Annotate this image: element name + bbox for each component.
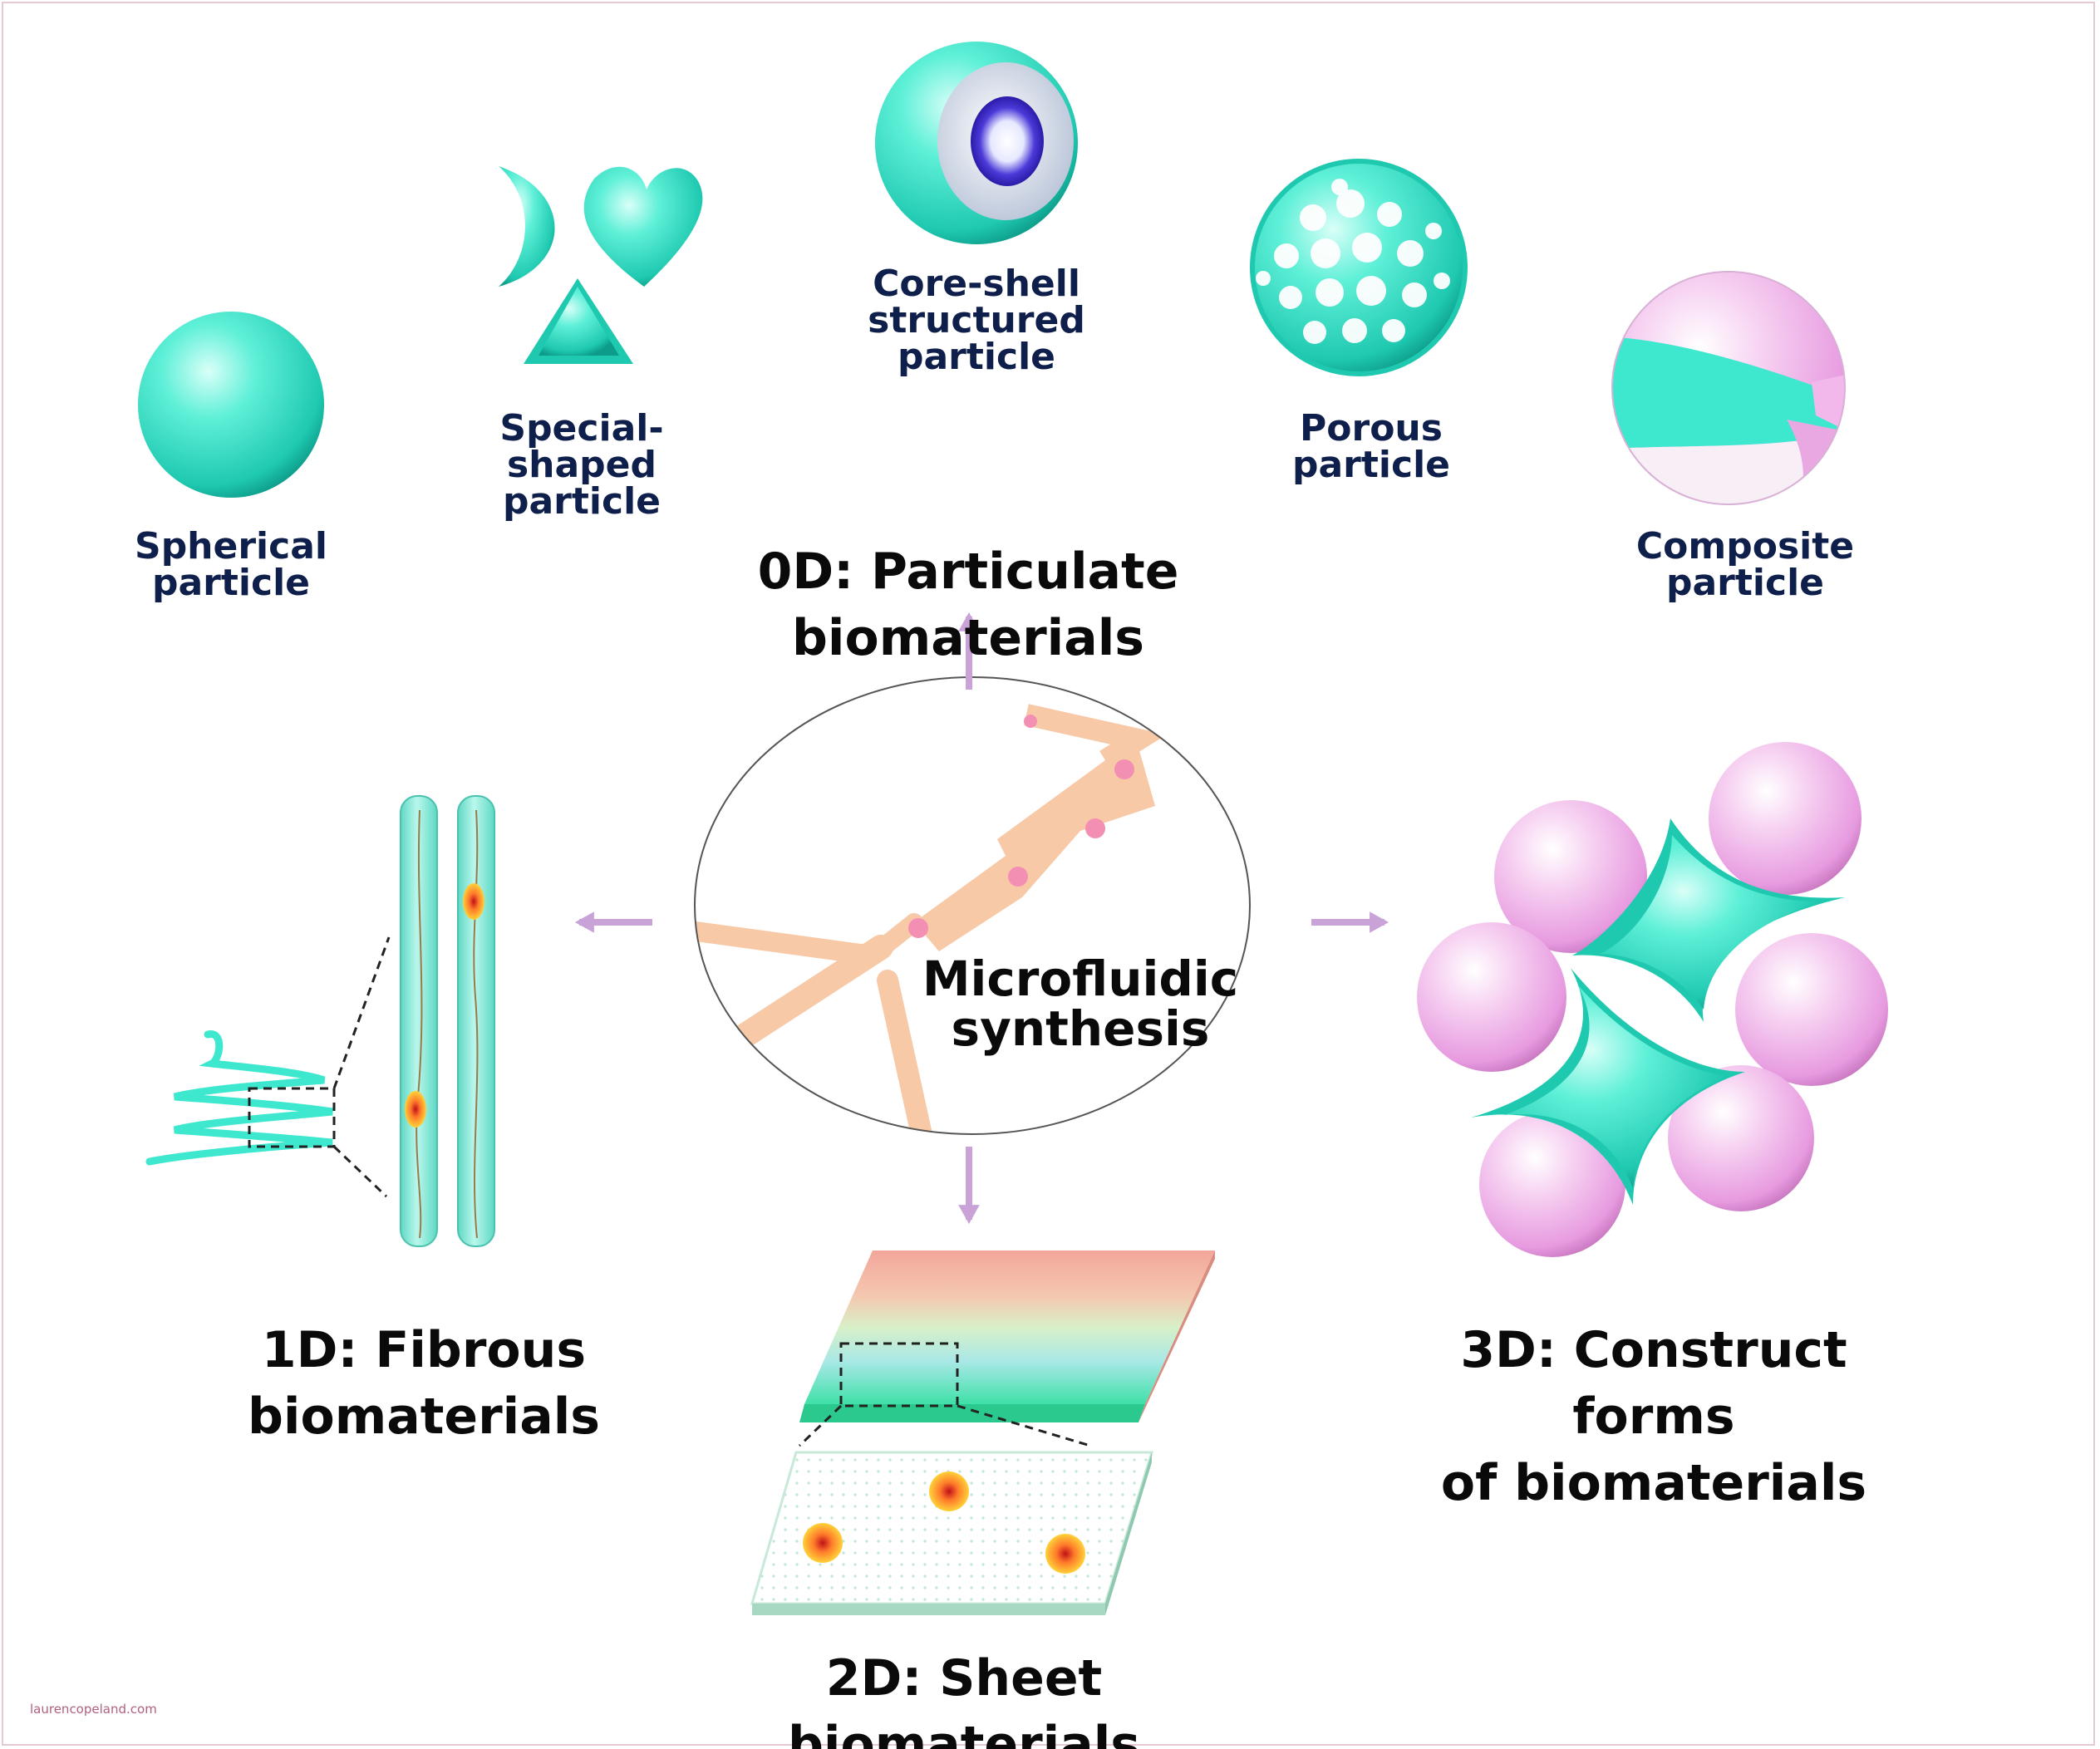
- construct-biomaterial-illustration: [1417, 742, 1888, 1257]
- microfluidic-chip-illustration: [694, 676, 1251, 1135]
- category-2d-title: 2D: Sheet biomaterials: [787, 1649, 1141, 1749]
- core-shell-particle-label: Core-shell structured particle: [868, 263, 1085, 378]
- watermark: laurencopeland.com: [30, 1702, 157, 1717]
- category-3d-title: 3D: Construct forms of biomaterials: [1440, 1321, 1867, 1512]
- composite-particle-icon: [1611, 271, 1846, 505]
- category-1d-title: 1D: Fibrous biomaterials: [247, 1321, 601, 1446]
- microfluidic-synthesis-label: Microfluidic synthesis: [922, 951, 1239, 1057]
- composite-particle-label: Composite particle: [1635, 525, 1855, 604]
- category-0d-title: 0D: Particulate biomaterials: [757, 543, 1179, 667]
- porous-particle-icon: [1250, 159, 1468, 376]
- core-shell-particle-icon: [875, 42, 1078, 244]
- arrows: [574, 612, 1389, 1225]
- spherical-particle-icon: [138, 312, 324, 498]
- porous-particle-label: Porous particle: [1291, 407, 1450, 486]
- fibrous-biomaterial-illustration: [145, 795, 495, 1247]
- special-shaped-particle-icon: [499, 166, 703, 364]
- sheet-biomaterial-illustration: [750, 1250, 1215, 1615]
- special-shaped-particle-label: Special-shaped particle: [499, 407, 664, 523]
- spherical-particle-label: Spherical particle: [135, 525, 327, 604]
